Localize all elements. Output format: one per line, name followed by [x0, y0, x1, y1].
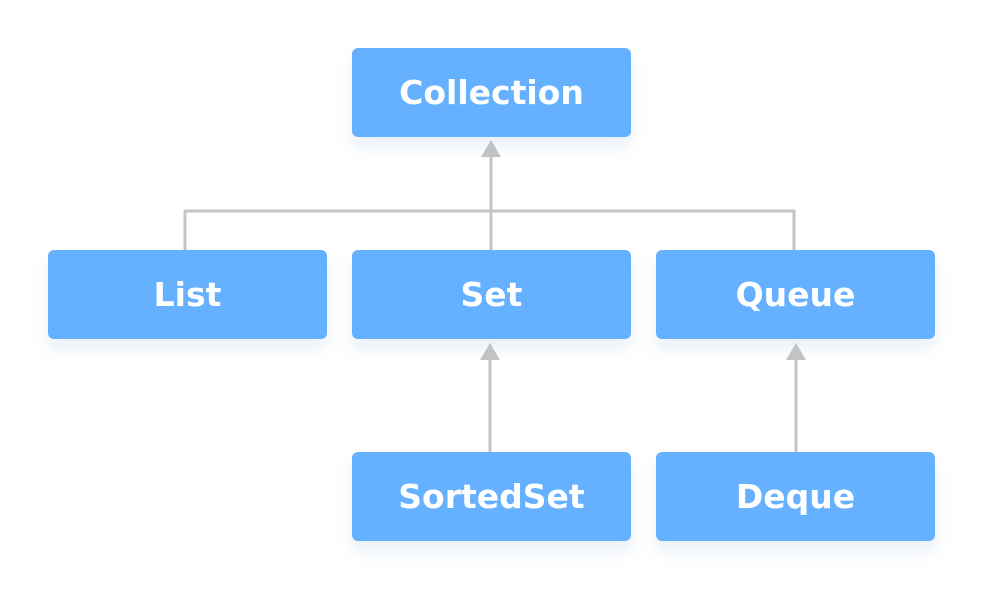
deque-label: Deque — [735, 477, 856, 516]
set-node: Set — [352, 250, 631, 339]
queue-label: Queue — [735, 275, 856, 314]
set-arrowhead — [480, 343, 500, 360]
set-label: Set — [460, 275, 523, 314]
collection-node: Collection — [352, 48, 631, 137]
list-label: List — [153, 275, 222, 314]
list-node: List — [48, 250, 327, 339]
sortedset-node: SortedSet — [352, 452, 631, 541]
deque-node: Deque — [656, 452, 935, 541]
queue-arrowhead — [786, 343, 806, 360]
sortedset-label: SortedSet — [398, 477, 585, 516]
collection-label: Collection — [399, 73, 584, 112]
collection-arrowhead — [481, 140, 501, 157]
queue-node: Queue — [656, 250, 935, 339]
